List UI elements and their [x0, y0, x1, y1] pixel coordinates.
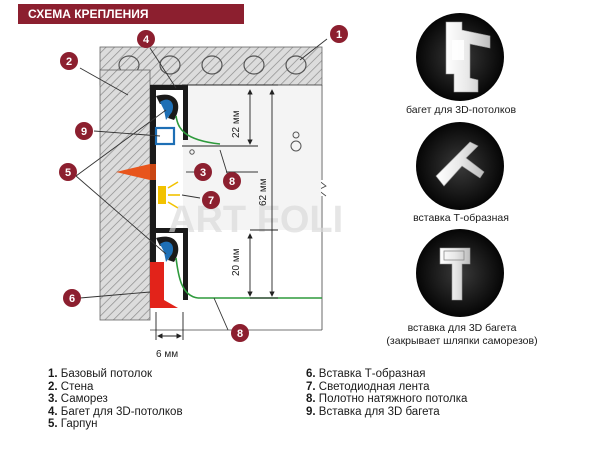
led-strip	[158, 181, 180, 209]
callout-9: 9	[75, 122, 93, 140]
dim-22mm: 22 мм	[231, 110, 242, 138]
diagram-title: СХЕМА КРЕПЛЕНИЯ	[18, 4, 244, 24]
product-photo-baguette	[416, 13, 504, 101]
product-label-baguette: багет для 3D-потолков	[405, 104, 517, 116]
product-label-t-insert: вставка Т-образная	[413, 212, 509, 224]
callout-3-number: 3	[200, 167, 206, 179]
product-label-3d-insert: вставка для 3D багета	[407, 322, 517, 334]
callout-1: 1	[330, 25, 348, 43]
product-note-3d-insert: (закрывает шляпки саморезов)	[386, 335, 538, 347]
callout-2-number: 2	[66, 56, 72, 68]
callout-6: 6	[63, 289, 81, 307]
callout-9-number: 9	[81, 126, 87, 138]
legend-item-5: 5. Гарпун	[48, 418, 98, 431]
leader-lines	[75, 38, 328, 331]
callout-1-number: 1	[336, 29, 342, 41]
baguette-profile	[150, 85, 188, 307]
callout-8-top-number: 8	[229, 176, 235, 188]
callout-8-top: 8	[223, 172, 241, 190]
callout-6-number: 6	[69, 293, 75, 305]
screw	[116, 164, 156, 180]
callout-4: 4	[137, 30, 155, 48]
legend-item-6: 6. Вставка Т-образная	[306, 368, 426, 380]
t-insert	[150, 262, 178, 308]
dim-6mm: 6 мм	[156, 349, 178, 360]
legend-item-9: 9. Вставка для 3D багета	[306, 405, 440, 418]
harpoon-blue	[160, 99, 174, 262]
legend-item-1: 1. Базовый потолок	[48, 368, 153, 380]
callout-7-number: 7	[208, 195, 214, 207]
legend-item-8: 8. Полотно натяжного потолка	[306, 393, 468, 406]
dim-62mm: 62 мм	[258, 178, 269, 206]
stretch-film	[175, 115, 221, 299]
callout-4-number: 4	[143, 34, 150, 46]
wall	[99, 69, 151, 321]
callouts: 1 2 4 9 5 3 8 7 6 8	[59, 25, 348, 342]
legend-item-4: 4. Багет для 3D-потолков	[48, 405, 183, 418]
legend-item-7: 7. Светодиодная лента	[306, 380, 430, 393]
watermark: ART FOLI	[168, 199, 343, 241]
dimension-lines	[155, 84, 278, 340]
callout-5-number: 5	[65, 167, 71, 179]
product-photo-t-insert	[416, 122, 504, 210]
callout-7: 7	[202, 191, 220, 209]
callout-8-bottom-number: 8	[237, 328, 243, 340]
legend-right: 6. Вставка Т-образная 7. Светодиодная ле…	[306, 368, 467, 418]
callout-3: 3	[194, 163, 212, 181]
legend-left: 1. Базовый потолок 2. Стена 3. Саморез 4…	[48, 368, 183, 431]
legend-item-3: 3. Саморез	[48, 393, 108, 406]
legend-item-2: 2. Стена	[48, 380, 94, 393]
product-photo-3d-insert	[416, 229, 504, 317]
callout-2: 2	[60, 52, 78, 70]
dim-20mm: 20 мм	[231, 248, 242, 276]
callout-5: 5	[59, 163, 77, 181]
callout-8-bottom: 8	[231, 324, 249, 342]
